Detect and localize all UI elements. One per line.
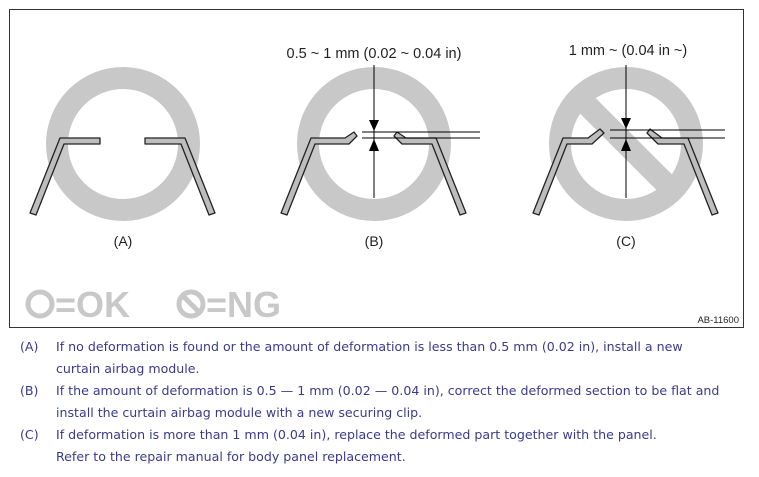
figure-canvas: (A) 0.5 ~ 1 mm (0.02 ~ 0.04 in) (B) (25, 43, 739, 326)
ng-legend-icon (176, 289, 206, 319)
legend-ok-text: =OK (55, 284, 130, 325)
note-text-line: If no deformation is found or the amount… (56, 339, 683, 354)
notes-list: (A) If no deformation is found or the am… (20, 336, 755, 468)
label-c: (C) (616, 233, 635, 249)
clip-left-a (29, 137, 101, 216)
note-text-line: curtain airbag module. (56, 361, 200, 376)
deformation-figure: (A) 0.5 ~ 1 mm (0.02 ~ 0.04 in) (B) (9, 9, 744, 328)
arrow-up-b (369, 139, 379, 151)
note-text-line: If deformation is more than 1 mm (0.04 i… (56, 427, 657, 442)
clip-left-c (532, 128, 605, 216)
arrow-down-c (621, 118, 631, 129)
dimension-label-b: 0.5 ~ 1 mm (0.02 ~ 0.04 in) (287, 46, 462, 62)
ng-legend-slash (181, 294, 201, 314)
label-b: (B) (365, 233, 384, 249)
label-a: (A) (114, 233, 133, 249)
clip-right-a (144, 137, 216, 216)
note-a: (A) If no deformation is found or the am… (20, 336, 755, 380)
note-letter: (A) (20, 339, 39, 354)
arrow-up-c (621, 139, 631, 151)
note-text-line: If the amount of deformation is 0.5 — 1 … (56, 383, 720, 398)
panel-c: 1 mm ~ (0.04 in ~) (C) (532, 43, 725, 249)
legend: =OK =NG (25, 284, 281, 325)
clip-left-b (280, 131, 358, 216)
figure-id: AB-11600 (697, 315, 739, 326)
note-text-line: install the curtain airbag module with a… (56, 405, 423, 420)
legend-ng-text: =NG (206, 284, 281, 325)
ok-legend-icon (25, 289, 55, 319)
dimension-label-c: 1 mm ~ (0.04 in ~) (569, 43, 687, 59)
note-text-line: Refer to the repair manual for body pane… (56, 449, 406, 464)
panel-a: (A) (29, 67, 216, 249)
note-letter: (B) (20, 383, 39, 398)
note-letter: (C) (20, 427, 39, 442)
panel-b: 0.5 ~ 1 mm (0.02 ~ 0.04 in) (B) (280, 46, 480, 249)
arrow-down-b (369, 120, 379, 131)
note-c: (C) If deformation is more than 1 mm (0.… (20, 424, 755, 468)
note-b: (B) If the amount of deformation is 0.5 … (20, 380, 755, 424)
